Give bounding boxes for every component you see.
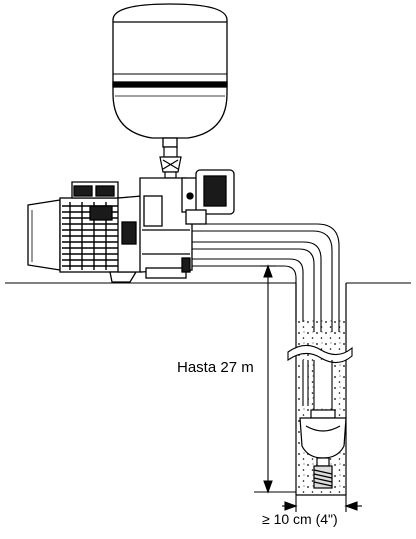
tank-connector-icon xyxy=(159,146,182,179)
clearance-dimension xyxy=(282,495,362,512)
discharge-pipes xyxy=(188,223,340,332)
depth-dimension xyxy=(254,264,296,494)
lower-pipes xyxy=(302,360,333,416)
jet-pump-icon xyxy=(117,169,235,279)
pipe-break-mark xyxy=(287,344,353,364)
pressure-tank-icon xyxy=(112,3,228,148)
well-casing xyxy=(295,283,347,496)
depth-label: Hasta 27 m xyxy=(177,359,254,376)
foot-valve-icon xyxy=(299,409,347,489)
clearance-label: ≥ 10 cm (4") xyxy=(262,511,338,527)
